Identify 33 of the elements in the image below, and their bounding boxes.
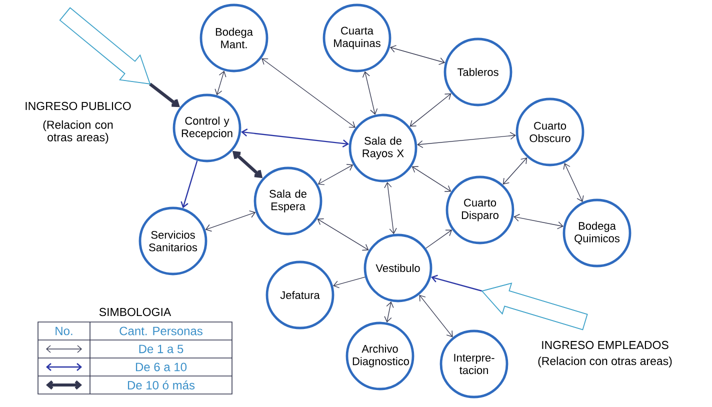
arrow	[318, 164, 354, 186]
arrow	[384, 302, 394, 322]
arrow	[563, 163, 584, 202]
arrow	[417, 132, 516, 148]
arrow	[332, 276, 366, 288]
legend-text: De 1 a 5	[139, 344, 184, 354]
arrow	[412, 166, 452, 192]
arrow	[240, 128, 350, 148]
column-header: Cant. Personas	[120, 326, 202, 336]
arrow	[410, 93, 452, 127]
arrow	[384, 182, 397, 234]
arrow	[502, 157, 528, 185]
arrow	[180, 160, 198, 208]
legend-text: De 6 a 10	[136, 362, 187, 372]
arrow	[205, 210, 256, 232]
arrow	[514, 214, 564, 230]
arrow	[419, 294, 453, 338]
entry-note: (Relacion con otras areas)	[43, 120, 113, 144]
entry-label: INGRESO PUBLICO	[26, 102, 131, 110]
entry-note: (Relacion con otras areas)	[538, 356, 672, 368]
column-header: No.	[56, 326, 72, 336]
arrow	[362, 71, 378, 115]
arrow	[262, 58, 356, 128]
arrow	[390, 45, 446, 65]
arrow	[232, 150, 263, 178]
arrow	[317, 218, 369, 251]
legend-title: SIMBOLOGIA	[99, 308, 172, 316]
entry-arrow	[59, 7, 180, 108]
entry-arrow	[431, 274, 588, 330]
entry-label: INGRESO EMPLEADOS	[542, 340, 668, 350]
arrow	[214, 70, 226, 96]
arrow	[426, 230, 452, 249]
legend-text: De 10 ó más	[128, 380, 195, 390]
